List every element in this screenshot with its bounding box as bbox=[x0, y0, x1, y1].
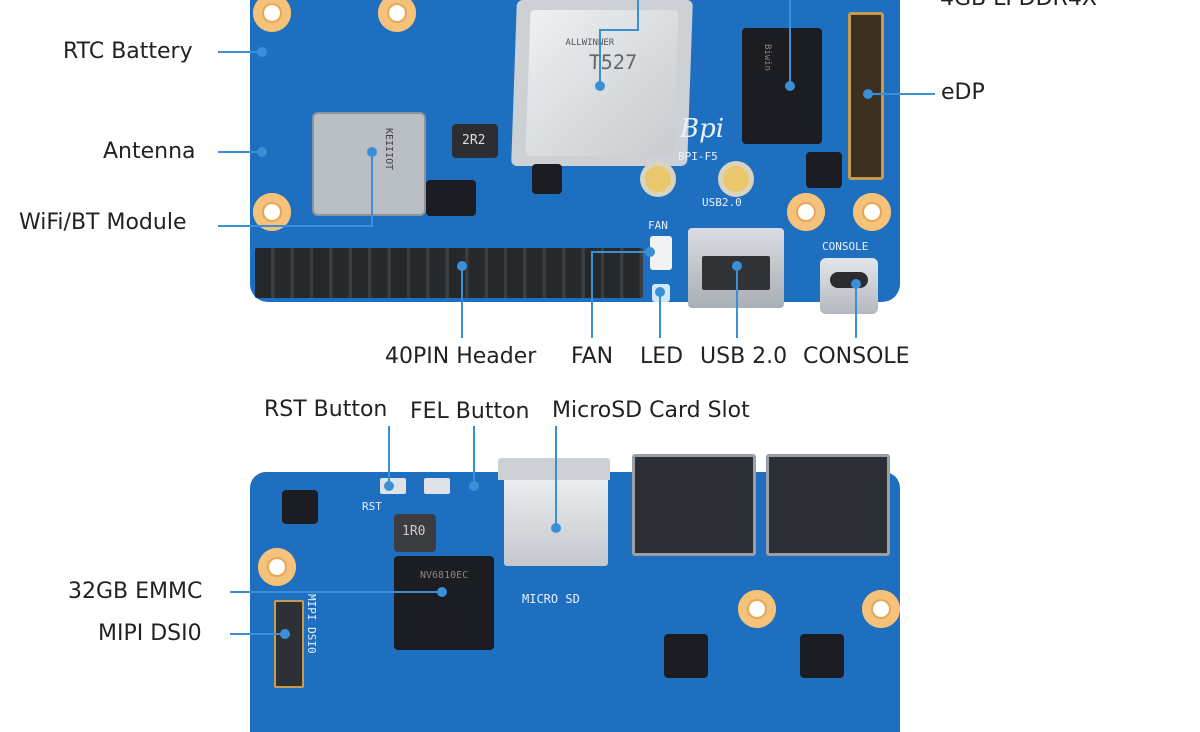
mounting-hole bbox=[253, 193, 291, 231]
label-fan: FAN bbox=[571, 344, 614, 369]
label-wifi-bt-module: WiFi/BT Module bbox=[19, 210, 187, 235]
emmc-chip-text: NV6810EC bbox=[420, 570, 469, 581]
fan-silk-text: FAN bbox=[648, 219, 668, 232]
label-memory: 4GB LPDDR4X bbox=[940, 0, 1097, 10]
gold-contact bbox=[645, 166, 671, 192]
label-mipi-dsi0: MIPI DSI0 bbox=[98, 621, 202, 646]
label-antenna: Antenna bbox=[103, 139, 196, 164]
bpi-logo: Bpi bbox=[680, 114, 725, 144]
gold-contact bbox=[723, 166, 749, 192]
ethernet-jack bbox=[766, 454, 890, 556]
board-name-text: BPI-F5 bbox=[678, 150, 718, 163]
mounting-hole bbox=[253, 0, 291, 32]
wifi-bt-module-shield: KEIIIOT bbox=[312, 112, 426, 216]
label-usb2: USB 2.0 bbox=[700, 344, 788, 369]
small-ic bbox=[282, 490, 318, 524]
inductor: 1R0 bbox=[394, 514, 436, 552]
mounting-hole bbox=[862, 590, 900, 628]
label-microsd-slot: MicroSD Card Slot bbox=[552, 398, 750, 423]
label-rst-button: RST Button bbox=[264, 397, 388, 422]
inductor: 2R2 bbox=[452, 124, 498, 158]
fan-connector bbox=[650, 236, 672, 270]
fel-button bbox=[424, 478, 450, 494]
gpio-40pin-header bbox=[255, 248, 643, 298]
mounting-hole bbox=[787, 193, 825, 231]
small-ic bbox=[532, 164, 562, 194]
small-ic bbox=[664, 634, 708, 678]
inductor-text: 2R2 bbox=[462, 133, 486, 148]
microsd-silk-text: MICRO SD bbox=[522, 592, 580, 606]
label-console: CONSOLE bbox=[803, 344, 910, 369]
usb-silk-text: USB2.0 bbox=[702, 196, 742, 209]
ram-chip: Biwin bbox=[742, 28, 822, 144]
mipi-connector bbox=[274, 600, 304, 688]
leader-lines-bottom bbox=[230, 426, 561, 639]
label-emmc: 32GB EMMC bbox=[68, 579, 203, 604]
emmc-chip: NV6810EC bbox=[394, 556, 494, 650]
small-ic bbox=[806, 152, 842, 188]
label-led: LED bbox=[640, 344, 684, 369]
label-fel-button: FEL Button bbox=[410, 399, 530, 424]
usb-port bbox=[688, 228, 784, 308]
rst-silk-text: RST bbox=[362, 500, 382, 513]
label-rtc-battery: RTC Battery bbox=[63, 39, 193, 64]
inductor2-text: 1R0 bbox=[402, 524, 426, 539]
mounting-hole bbox=[378, 0, 416, 32]
console-silk-text: CONSOLE bbox=[822, 240, 869, 253]
mounting-hole bbox=[258, 548, 296, 586]
label-edp: eDP bbox=[941, 80, 985, 105]
small-ic bbox=[426, 180, 476, 216]
mounting-hole bbox=[853, 193, 891, 231]
small-ic bbox=[800, 634, 844, 678]
leader-lines bbox=[218, 0, 935, 338]
hdmi-port bbox=[498, 458, 610, 480]
mounting-hole bbox=[738, 590, 776, 628]
label-40pin-header: 40PIN Header bbox=[385, 344, 537, 369]
ethernet-jack bbox=[632, 454, 756, 556]
